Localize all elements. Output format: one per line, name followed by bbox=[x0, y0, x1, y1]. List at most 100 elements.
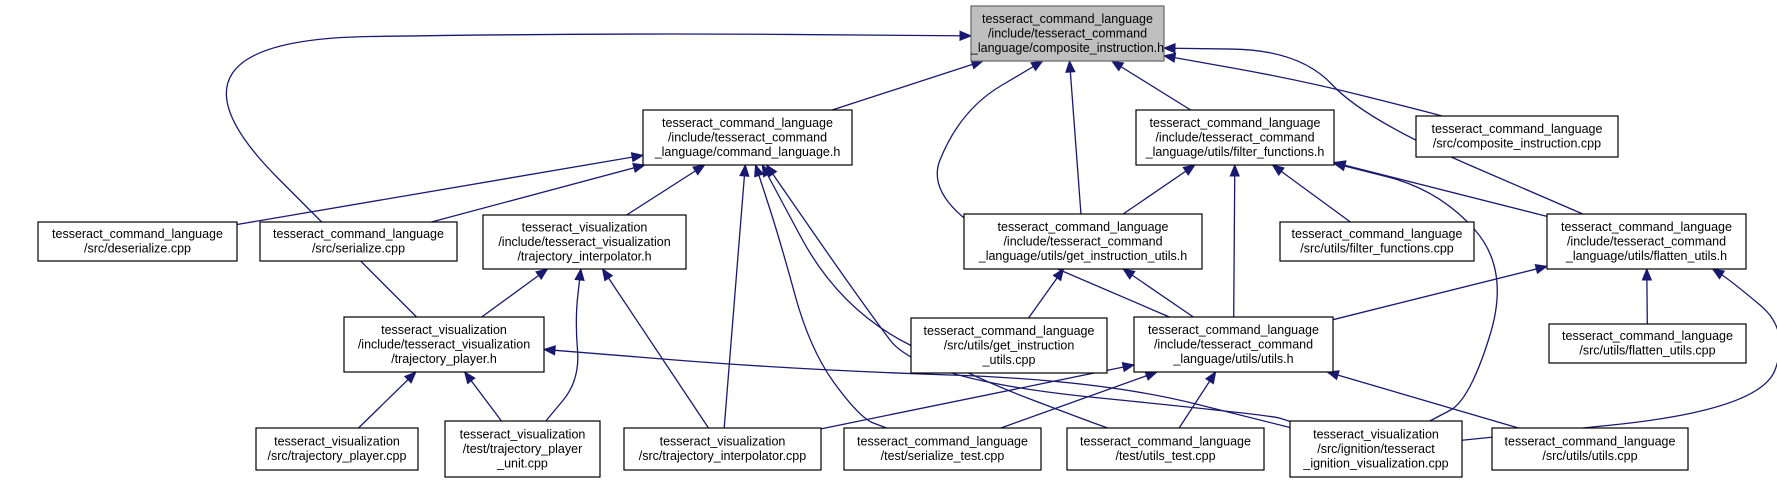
node-utils_h[interactable]: tesseract_command_language/include/tesse… bbox=[1133, 316, 1334, 373]
edge-trajectory_player_unit_cpp-to-trajectory_interpolator_h bbox=[545, 268, 582, 422]
arrowhead-trajectory_interpolator_cpp-to-trajectory_interpolator_h bbox=[601, 267, 614, 282]
edge-utils_h-to-get_instruction_utils_h bbox=[1122, 268, 1194, 318]
node-box bbox=[1135, 109, 1335, 166]
edge-trajectory_player_h-to-composite_instruction_h bbox=[225, 33, 972, 318]
node-box bbox=[1548, 323, 1747, 364]
arrowhead-utils_h-to-flatten_utils_h bbox=[1534, 264, 1549, 275]
node-label-line: /trajectory_player.h bbox=[391, 352, 497, 366]
node-utils_cpp[interactable]: tesseract_command_language/src/utils/uti… bbox=[1491, 427, 1689, 471]
edge-ignition_visualization_cpp-to-flatten_utils_h bbox=[1461, 268, 1777, 441]
edge-utils_h-to-composite_instruction_h bbox=[936, 60, 1170, 318]
node-trajectory_player_unit_cpp[interactable]: tesseract_visualization/test/trajectory_… bbox=[444, 420, 601, 478]
node-label-line: /src/utils/filter_functions.cpp bbox=[1300, 242, 1454, 256]
node-composite_instruction_cpp[interactable]: tesseract_command_language/src/composite… bbox=[1415, 115, 1619, 158]
arrowhead-serialize_test_cpp-to-utils_h bbox=[1144, 370, 1159, 381]
node-ignition_visualization_cpp[interactable]: tesseract_visualization/src/ignition/tes… bbox=[1289, 420, 1463, 478]
edge-flatten_utils_h-to-filter_functions_h bbox=[1333, 161, 1548, 217]
arrowhead-serialize_test_cpp-to-command_language_h bbox=[754, 163, 765, 178]
node-box bbox=[1289, 420, 1463, 478]
node-label-line: /include/tesseract_command bbox=[668, 130, 827, 144]
edge-ignition_visualization_cpp-to-trajectory_player_h bbox=[543, 348, 1291, 429]
edge-trajectory_interpolator_cpp-to-trajectory_interpolator_h bbox=[601, 268, 710, 429]
arrowhead-utils_h-to-composite_instruction_h bbox=[1030, 60, 1044, 72]
arrowhead-trajectory_player_unit_cpp-to-trajectory_interpolator_h bbox=[574, 267, 585, 282]
node-box bbox=[37, 221, 238, 262]
node-trajectory_player_h[interactable]: tesseract_visualization/include/tesserac… bbox=[343, 316, 545, 373]
edge-utils_h-to-flatten_utils_h bbox=[1332, 265, 1548, 321]
edge-trajectory_player_cpp-to-trajectory_player_h bbox=[358, 371, 417, 429]
node-deserialize_cpp[interactable]: tesseract_command_language/src/deseriali… bbox=[37, 221, 238, 262]
arrowhead-trajectory_player_cpp-to-trajectory_player_h bbox=[403, 371, 417, 384]
node-box bbox=[444, 420, 601, 478]
edge-composite_instruction_cpp-to-composite_instruction_h bbox=[1163, 55, 1443, 117]
node-label-line: _unit.cpp bbox=[496, 456, 548, 470]
edge-serialize_test_cpp-to-command_language_h bbox=[754, 164, 887, 429]
node-label-line: tesseract_visualization bbox=[522, 220, 648, 234]
node-label-line: tesseract_command_language bbox=[1432, 122, 1603, 136]
node-command_language_h[interactable]: tesseract_command_language/include/tesse… bbox=[642, 109, 853, 166]
node-label-line: _language/composite_instruction.h bbox=[970, 41, 1164, 55]
edge-ignition_visualization_cpp-to-filter_functions_h bbox=[1333, 162, 1498, 422]
arrowhead-get_instruction_utils_h-to-composite_instruction_h bbox=[1065, 59, 1076, 73]
node-label-line: tesseract_visualization bbox=[1313, 427, 1439, 441]
node-box bbox=[1133, 316, 1334, 373]
node-box bbox=[1491, 427, 1689, 471]
arrowhead-get_instruction_utils_cpp-to-get_instruction_utils_h bbox=[1052, 267, 1065, 282]
node-label-line: _language/utils/utils.h bbox=[1172, 352, 1293, 366]
node-label-line: /include/tesseract_command bbox=[1155, 130, 1314, 144]
node-label-line: _language/command_language.h bbox=[654, 145, 841, 159]
edge-trajectory_interpolator_cpp-to-utils_h bbox=[820, 364, 1135, 430]
arrowhead-trajectory_player_h-to-composite_instruction_h bbox=[959, 30, 973, 42]
arrowhead-utils_h-to-filter_functions_h bbox=[1229, 163, 1240, 177]
node-label-line: /test/utils_test.cpp bbox=[1115, 449, 1215, 463]
node-box bbox=[963, 213, 1203, 270]
arrowhead-composite_instruction_cpp-to-composite_instruction_h bbox=[1162, 52, 1177, 63]
node-get_instruction_utils_cpp[interactable]: tesseract_command_language/src/utils/get… bbox=[910, 317, 1108, 374]
node-label-line: _language/utils/flatten_utils.h bbox=[1565, 249, 1727, 263]
node-composite_instruction_h[interactable]: tesseract_command_language/include/tesse… bbox=[970, 5, 1165, 62]
node-box bbox=[642, 109, 853, 166]
node-box bbox=[910, 317, 1108, 374]
node-label-line: /src/serialize.cpp bbox=[312, 242, 405, 256]
node-serialize_cpp[interactable]: tesseract_command_language/src/serialize… bbox=[259, 221, 458, 262]
node-label-line: /include/tesseract_visualization bbox=[498, 235, 670, 249]
node-flatten_utils_h[interactable]: tesseract_command_language/include/tesse… bbox=[1546, 213, 1747, 270]
node-label-line: tesseract_command_language bbox=[1562, 329, 1733, 343]
arrowhead-utils_test_cpp-to-utils_h bbox=[1204, 370, 1217, 385]
node-label-line: /src/deserialize.cpp bbox=[84, 242, 191, 256]
edge-trajectory_interpolator_cpp-to-command_language_h bbox=[723, 164, 746, 429]
node-filter_functions_cpp[interactable]: tesseract_command_language/src/utils/fil… bbox=[1279, 221, 1475, 262]
node-get_instruction_utils_h[interactable]: tesseract_command_language/include/tesse… bbox=[963, 213, 1203, 270]
arrowhead-trajectory_player_h-to-trajectory_interpolator_h bbox=[535, 268, 549, 281]
node-serialize_test_cpp[interactable]: tesseract_command_language/test/serializ… bbox=[843, 427, 1042, 471]
node-label-line: /include/tesseract_command bbox=[1003, 234, 1162, 248]
node-box bbox=[623, 427, 822, 471]
node-label-line: /test/serialize_test.cpp bbox=[881, 449, 1005, 463]
node-utils_test_cpp[interactable]: tesseract_command_language/test/utils_te… bbox=[1066, 427, 1265, 471]
node-label-line: /test/trajectory_player bbox=[463, 442, 583, 456]
node-trajectory_interpolator_cpp[interactable]: tesseract_visualization/src/trajectory_i… bbox=[623, 427, 822, 471]
arrowhead-filter_functions_cpp-to-filter_functions_h bbox=[1271, 164, 1285, 177]
node-trajectory_interpolator_h[interactable]: tesseract_visualization/include/tesserac… bbox=[482, 214, 687, 270]
arrowhead-flatten_utils_h-to-composite_instruction_h bbox=[1162, 43, 1176, 54]
node-label-line: /include/tesseract_command bbox=[1567, 234, 1726, 248]
arrowhead-get_instruction_utils_h-to-filter_functions_h bbox=[1182, 164, 1196, 176]
node-label-line: tesseract_command_language bbox=[998, 220, 1169, 234]
node-box bbox=[1279, 221, 1475, 262]
arrowhead-trajectory_player_unit_cpp-to-trajectory_player_h bbox=[463, 370, 476, 385]
arrowhead-ignition_visualization_cpp-to-flatten_utils_h bbox=[1711, 268, 1726, 280]
arrowhead-ignition_visualization_cpp-to-trajectory_player_h bbox=[542, 345, 556, 356]
arrowhead-serialize_cpp-to-command_language_h bbox=[632, 162, 646, 174]
node-filter_functions_h[interactable]: tesseract_command_language/include/tesse… bbox=[1135, 109, 1335, 166]
node-flatten_utils_cpp[interactable]: tesseract_command_language/src/utils/fla… bbox=[1548, 323, 1747, 364]
edge-get_instruction_utils_h-to-composite_instruction_h bbox=[1068, 60, 1082, 215]
node-trajectory_player_cpp[interactable]: tesseract_visualization/src/trajectory_p… bbox=[255, 427, 419, 471]
node-label-line: tesseract_visualization bbox=[274, 435, 400, 449]
node-label-line: tesseract_command_language bbox=[1561, 220, 1732, 234]
node-label-line: tesseract_command_language bbox=[1150, 116, 1321, 130]
edge-filter_functions_h-to-composite_instruction_h bbox=[1111, 60, 1192, 111]
node-label-line: tesseract_command_language bbox=[52, 227, 223, 241]
node-box bbox=[482, 214, 687, 270]
arrowhead-trajectory_interpolator_cpp-to-utils_h bbox=[1121, 362, 1136, 373]
